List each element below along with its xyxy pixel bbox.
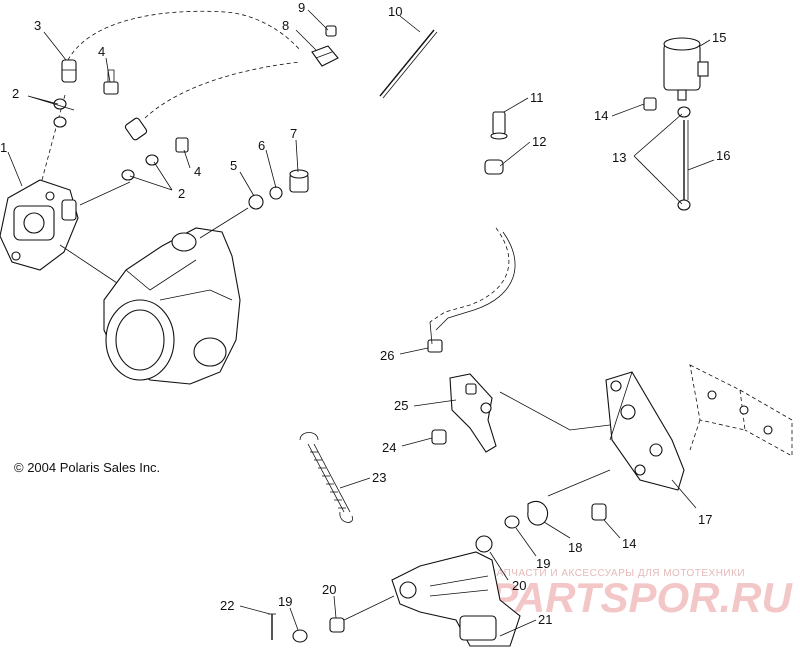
callout-26: 26	[380, 348, 394, 363]
callout-14-upper: 14	[594, 108, 608, 123]
watermark: ЗАПЧАСТИ И АКСЕССУАРЫ ДЛЯ МОТОТЕХНИКИ PA…	[490, 568, 793, 621]
washer-part-2-a	[53, 98, 67, 110]
callout-13: 13	[612, 150, 626, 165]
hose-end-part-26	[427, 339, 443, 353]
callout-21: 21	[538, 612, 552, 627]
callout-20-left: 20	[322, 582, 336, 597]
callout-8: 8	[282, 18, 289, 33]
cap-part-9	[325, 25, 337, 37]
callout-15: 15	[712, 30, 726, 45]
callout-2-lower: 2	[178, 186, 185, 201]
brake-hose-upper	[67, 10, 301, 61]
fitting-part-11	[490, 111, 508, 140]
washer-part-2-c	[121, 169, 135, 181]
callout-leaders	[7, 9, 715, 637]
watermark-brand: PARTSPOR.RU	[490, 574, 793, 621]
nut-part-24	[431, 429, 447, 445]
brake-pedal-part-21	[391, 535, 521, 647]
hose-fitting-middle	[124, 117, 148, 141]
callout-14-lower: 14	[622, 536, 636, 551]
master-cylinder-housing	[103, 227, 241, 385]
reservoir-part-15	[663, 37, 709, 101]
callout-25: 25	[394, 398, 408, 413]
brake-caliper-part-1	[0, 179, 79, 271]
screw-part-14-upper	[643, 97, 657, 111]
callout-19-right: 19	[536, 556, 550, 571]
washer-part-19-right	[504, 515, 520, 529]
washer-part-19-left	[292, 629, 308, 643]
callout-labels: 3 2 4 1 2 4 5 6 7 8 9 10 11 12 14 13 16 …	[0, 0, 730, 627]
nut-part-6	[269, 186, 283, 200]
spring-part-23	[299, 432, 353, 523]
washer-part-5	[248, 194, 264, 210]
callout-4-upper: 4	[98, 44, 105, 59]
callout-24: 24	[382, 440, 396, 455]
callout-3: 3	[34, 18, 41, 33]
copyright-notice: © 2004 Polaris Sales Inc.	[14, 460, 160, 475]
pedal-switch-part-25	[449, 373, 497, 453]
callout-19-left: 19	[278, 594, 292, 609]
callout-4-middle: 4	[194, 164, 201, 179]
bolt-part-4-upper	[103, 69, 119, 95]
bolt-part-4-middle	[175, 137, 189, 153]
bolt-part-7	[289, 169, 309, 193]
watermark-tagline: ЗАПЧАСТИ И АКСЕССУАРЫ ДЛЯ МОТОТЕХНИКИ	[490, 568, 745, 579]
rod-part-10	[379, 29, 435, 97]
callout-16: 16	[716, 148, 730, 163]
callout-9: 9	[298, 0, 305, 15]
callout-6: 6	[258, 138, 265, 153]
callout-22: 22	[220, 598, 234, 613]
washer-part-2-d	[145, 154, 159, 166]
hose-part-26	[429, 227, 510, 323]
banjo-fitting-part-3	[61, 59, 77, 83]
callout-1: 1	[0, 140, 7, 155]
washer-part-2-b	[53, 116, 67, 128]
callout-11: 11	[530, 90, 544, 105]
brake-hose-middle	[144, 61, 301, 119]
callout-20-right: 20	[512, 578, 526, 593]
bleeder-part-8	[311, 45, 339, 67]
bushing-part-20	[329, 617, 345, 633]
callout-23: 23	[372, 470, 386, 485]
callout-17: 17	[698, 512, 712, 527]
bracket-part-17	[605, 371, 685, 491]
clip-part-18	[527, 500, 548, 526]
callout-5: 5	[230, 158, 237, 173]
callout-7: 7	[290, 126, 297, 141]
callout-18: 18	[568, 540, 582, 555]
frame-section	[689, 364, 793, 457]
callout-10: 10	[388, 4, 402, 19]
callout-2-upper: 2	[12, 86, 19, 101]
callout-12: 12	[532, 134, 546, 149]
nut-part-14-lower	[591, 503, 607, 521]
clip-part-12	[484, 159, 504, 175]
